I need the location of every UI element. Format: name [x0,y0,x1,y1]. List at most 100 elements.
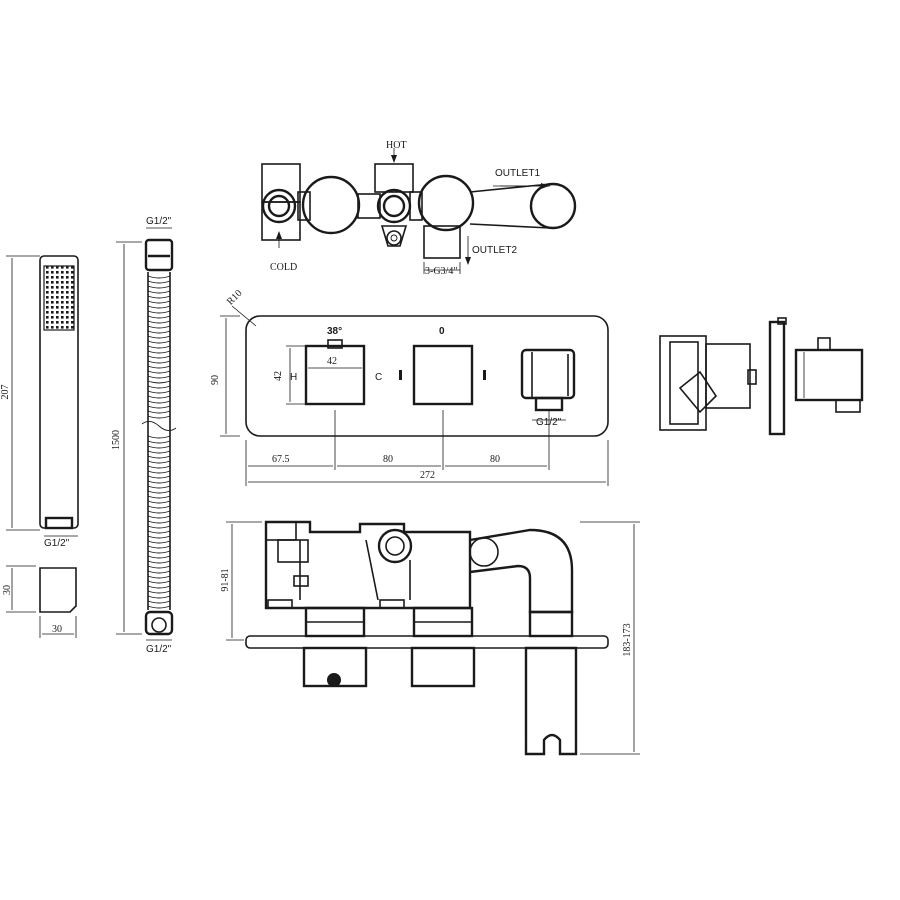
hose-bottom-thread: G1/2" [146,644,172,655]
hose-ring [147,585,171,589]
hose-ring [147,280,171,284]
hose-ring [147,530,171,534]
handle-height-dim: 42 [273,371,284,381]
outlet-elbow [469,528,574,614]
hose-bottom-nut [144,610,174,636]
hose-ring [147,575,171,579]
hose-ring [147,500,171,504]
thermostat-handle[interactable] [304,344,366,406]
bracket-width-dim: 30 [52,624,62,635]
depth-body-dim: 91-81 [220,568,231,591]
hose-ring [147,450,171,454]
diverter-handle[interactable] [412,344,474,406]
hose-ring [147,480,171,484]
hot-marker: H [290,372,297,383]
cold-marker: C [375,372,382,383]
bottom-plate [245,635,609,649]
hose-ring [147,365,171,369]
handset-length-dim: 207 [0,385,11,400]
side-plate [768,320,786,436]
valve-side-view [659,317,864,436]
hose-ring [147,590,171,594]
hose-ring [147,310,171,314]
valve-body-top-view: HOT COLD OUTLET1 OUTLET2 3-G3/4" [261,140,577,277]
plate-height-dim: 90 [210,375,221,385]
hose-ring [147,445,171,449]
hose-ring [147,485,171,489]
shower-outlet-holder [520,348,576,400]
bracket-height-dim: 30 [2,585,13,595]
hose-ring [147,325,171,329]
hose-ring [147,415,171,419]
hose-ring [147,550,171,554]
bottom-holder [524,646,578,756]
wall-bracket [39,567,77,613]
bottom-handle-right [410,646,476,688]
hose-ring [147,400,171,404]
hose-ring [147,605,171,609]
hose-ring [147,470,171,474]
hose-ring [147,320,171,324]
hose-ring [147,505,171,509]
hose-ring [147,335,171,339]
hose-ring [147,435,171,439]
hose-ring [147,340,171,344]
hose-length-dim: 1500 [111,430,122,450]
hose-ring [147,300,171,304]
hose-ring [147,355,171,359]
hose-ring [147,510,171,514]
left-cartridge [301,175,361,235]
hose-ring [147,515,171,519]
hose-ring [147,440,171,444]
right-cartridge [417,174,475,232]
hose-ring [147,305,171,309]
hose-ring [147,455,171,459]
hose-ring [147,390,171,394]
hose-ring [147,315,171,319]
outlet1-label: OUTLET1 [495,168,540,179]
hose-ring [147,570,171,574]
hose-ring [147,375,171,379]
hose-ring [147,345,171,349]
hose-ring [147,465,171,469]
hot-inlet [374,163,414,193]
temp-label: 38° [327,326,342,337]
hose-ring [147,410,171,414]
hose-ring [147,395,171,399]
front-plate: R10 90 42 42 38° H C 0 G1/2" [210,288,609,486]
spacing-2-dim: 80 [383,454,393,465]
hose-ring [147,555,171,559]
hose-ring [147,525,171,529]
hose-ring [147,475,171,479]
hose-ring [147,380,171,384]
hose-ring [147,565,171,569]
hose-ring [147,545,171,549]
valve-bottom-view: 91-81 183-173 [220,520,640,756]
hose-ring [147,360,171,364]
hose-ring [147,495,171,499]
hose-ring [147,535,171,539]
outlet1-port [529,182,577,230]
hose-top-nut [144,238,174,272]
hose-rings [141,275,177,609]
hose-ring [147,285,171,289]
plate-width-dim: 272 [420,470,435,481]
hose-ring [147,350,171,354]
hose-ring [147,595,171,599]
depth-total-dim: 183-173 [622,623,633,656]
hose-top-thread: G1/2" [146,216,172,227]
hose-drawing: G1/2" G1/2" 1500 [111,216,177,655]
outlet2-label: OUTLET2 [472,245,517,256]
bottom-cartridge [377,528,413,564]
hose-ring [147,580,171,584]
hose-ring [147,275,171,279]
radius-label: R10 [225,288,245,308]
hot-label: HOT [386,140,407,151]
hose-ring [147,460,171,464]
hose-ring [147,560,171,564]
plate-outline [245,315,609,437]
handset-thread: G1/2" [44,538,70,549]
hose-ring [147,600,171,604]
outlet2-port [423,225,461,259]
